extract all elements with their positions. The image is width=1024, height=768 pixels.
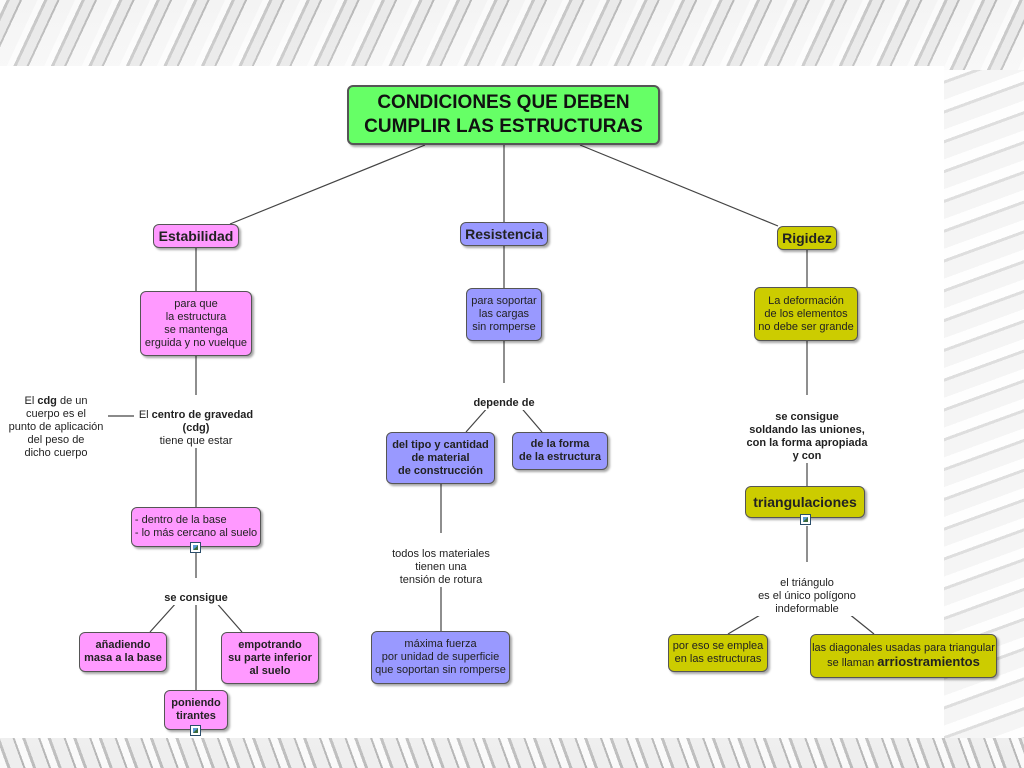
cdg-pre: El [138, 409, 152, 421]
image-icon[interactable] [190, 725, 201, 736]
link-title-estabilidad [229, 144, 426, 225]
link-title-rigidez [579, 144, 779, 227]
base-node: - dentro de la base - lo más cercano al … [131, 507, 261, 547]
triangulo-text: el triángulo es el único polígono indefo… [758, 577, 856, 615]
resistencia-purpose: para soportar las cargas sin romperse [471, 295, 537, 333]
maxima-fuerza-node: máxima fuerza por unidad de superficie q… [371, 631, 510, 684]
rigidez-purpose-node: La deformación de los elementos no debe … [754, 287, 858, 341]
image-icon[interactable] [190, 542, 201, 553]
cdg-note-pre: El [24, 395, 38, 407]
opt-masa-node: añadiendo masa a la base [79, 632, 167, 672]
arriostramientos-text: las diagonales usadas para triangular se… [812, 642, 995, 670]
cdg-post: tiene que estar [159, 435, 233, 447]
cdg-note-bold: cdg [37, 395, 57, 407]
depende-de-text: depende de [473, 397, 535, 409]
opt-empotrando: empotrando su parte inferior al suelo [228, 638, 312, 677]
materiales-text: todos los materiales tienen una tensión … [392, 548, 490, 586]
maxima-fuerza: máxima fuerza por unidad de superficie q… [375, 638, 506, 676]
resistencia-label: Resistencia [465, 225, 543, 242]
opt-masa: añadiendo masa a la base [84, 639, 162, 664]
estabilidad-purpose-node: para que la estructura se mantenga ergui… [140, 291, 252, 356]
image-icon[interactable] [800, 514, 811, 525]
triangulaciones: triangulaciones [753, 493, 857, 510]
diag-pre: las diagonales usadas para triangular se… [812, 642, 995, 669]
cdg-bold: centro de gravedad (cdg) [151, 409, 254, 434]
materiales-label: todos los materiales tienen una tensión … [378, 535, 504, 587]
main-title: CONDICIONES QUE DEBEN CUMPLIR LAS ESTRUC… [364, 92, 643, 137]
opt-tirantes-node: poniendo tirantes [164, 690, 228, 730]
background-texture-top [0, 0, 1024, 70]
tipo-material-node: del tipo y cantidad de material de const… [386, 432, 495, 484]
estabilidad-se-consigue: se consigue [160, 579, 232, 605]
diag-bold: arriostramientos [877, 654, 980, 669]
resistencia-node: Resistencia [460, 222, 548, 246]
estabilidad-label: Estabilidad [158, 227, 234, 244]
forma-estructura: de la forma de la estructura [519, 438, 601, 463]
rigidez-se-consigue: se consigue soldando las uniones, con la… [734, 398, 880, 463]
tipo-material: del tipo y cantidad de material de const… [392, 438, 489, 477]
base-text: - dentro de la base - lo más cercano al … [134, 514, 258, 539]
cdg-definition-note: El cdg de un cuerpo es el punto de aplic… [4, 382, 108, 460]
opt-empotrando-node: empotrando su parte inferior al suelo [221, 632, 319, 684]
background-texture-bottom [0, 738, 1024, 768]
arriostramientos-node: las diagonales usadas para triangular se… [810, 634, 997, 678]
rigidez-label: Rigidez [782, 229, 832, 246]
main-title-node: CONDICIONES QUE DEBEN CUMPLIR LAS ESTRUC… [347, 85, 660, 145]
empleo-text: por eso se emplea en las estructuras [672, 640, 764, 665]
rigidez-node: Rigidez [777, 226, 837, 250]
empleo-node: por eso se emplea en las estructuras [668, 634, 768, 672]
estabilidad-node: Estabilidad [153, 224, 239, 248]
cdg-note-post: de un cuerpo es el punto de aplicación d… [8, 395, 104, 459]
opt-tirantes: poniendo tirantes [171, 697, 221, 722]
estabilidad-se-consigue-text: se consigue [164, 592, 228, 604]
depende-de-label: depende de [466, 384, 542, 410]
triangulo-label: el triángulo es el único polígono indefo… [746, 564, 868, 616]
cdg-label: El centro de gravedad (cdg) tiene que es… [134, 396, 258, 448]
rigidez-se-consigue-text: se consigue soldando las uniones, con la… [746, 411, 868, 462]
resistencia-purpose-node: para soportar las cargas sin romperse [466, 288, 542, 341]
rigidez-purpose: La deformación de los elementos no debe … [758, 294, 854, 333]
forma-estructura-node: de la forma de la estructura [512, 432, 608, 470]
estabilidad-purpose: para que la estructura se mantenga ergui… [144, 297, 248, 349]
background-texture-right [944, 70, 1024, 738]
